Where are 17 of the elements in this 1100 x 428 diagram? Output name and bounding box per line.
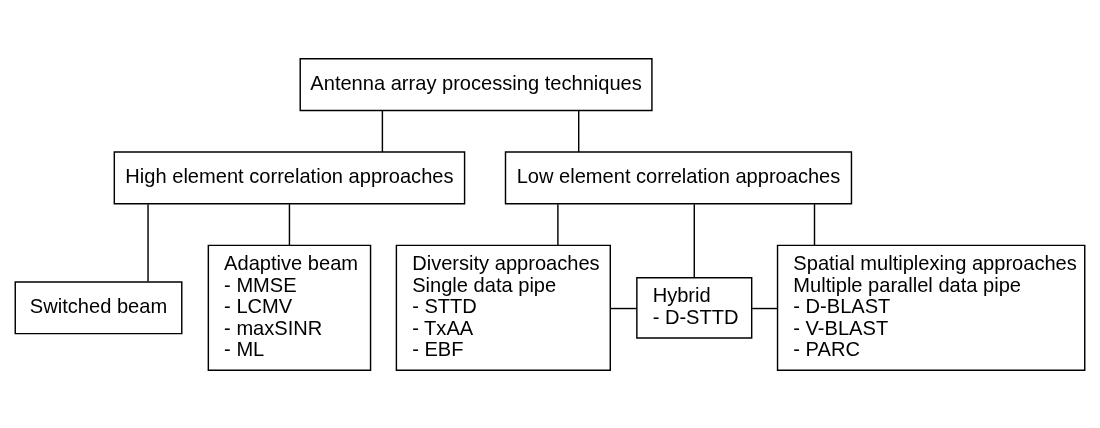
node-box: Antenna array processing techniques (299, 57, 653, 111)
connector (147, 202, 149, 282)
connector (813, 202, 816, 246)
node-box: Diversity approaches Single data pipe - STTD - TxAA - EBF (395, 244, 611, 371)
node-box: Switched beam (14, 280, 183, 334)
connector (288, 202, 291, 246)
node-box: Hybrid - D-STTD (636, 276, 753, 339)
connector (381, 109, 384, 153)
connector (751, 307, 779, 309)
connector (693, 202, 695, 278)
node-box: Spatial multiplexing approaches Multiple parallel data pipe - D-BLAST - V-BLAST - PARC (776, 244, 1086, 371)
connector (557, 202, 559, 246)
connector (609, 307, 638, 309)
node-box: Adaptive beam - MMSE - LCMV - maxSINR - ML (207, 244, 372, 371)
node-box: High element correlation approaches (113, 150, 466, 204)
node-box: Low element correlation approaches (504, 150, 853, 204)
connector (578, 109, 580, 153)
